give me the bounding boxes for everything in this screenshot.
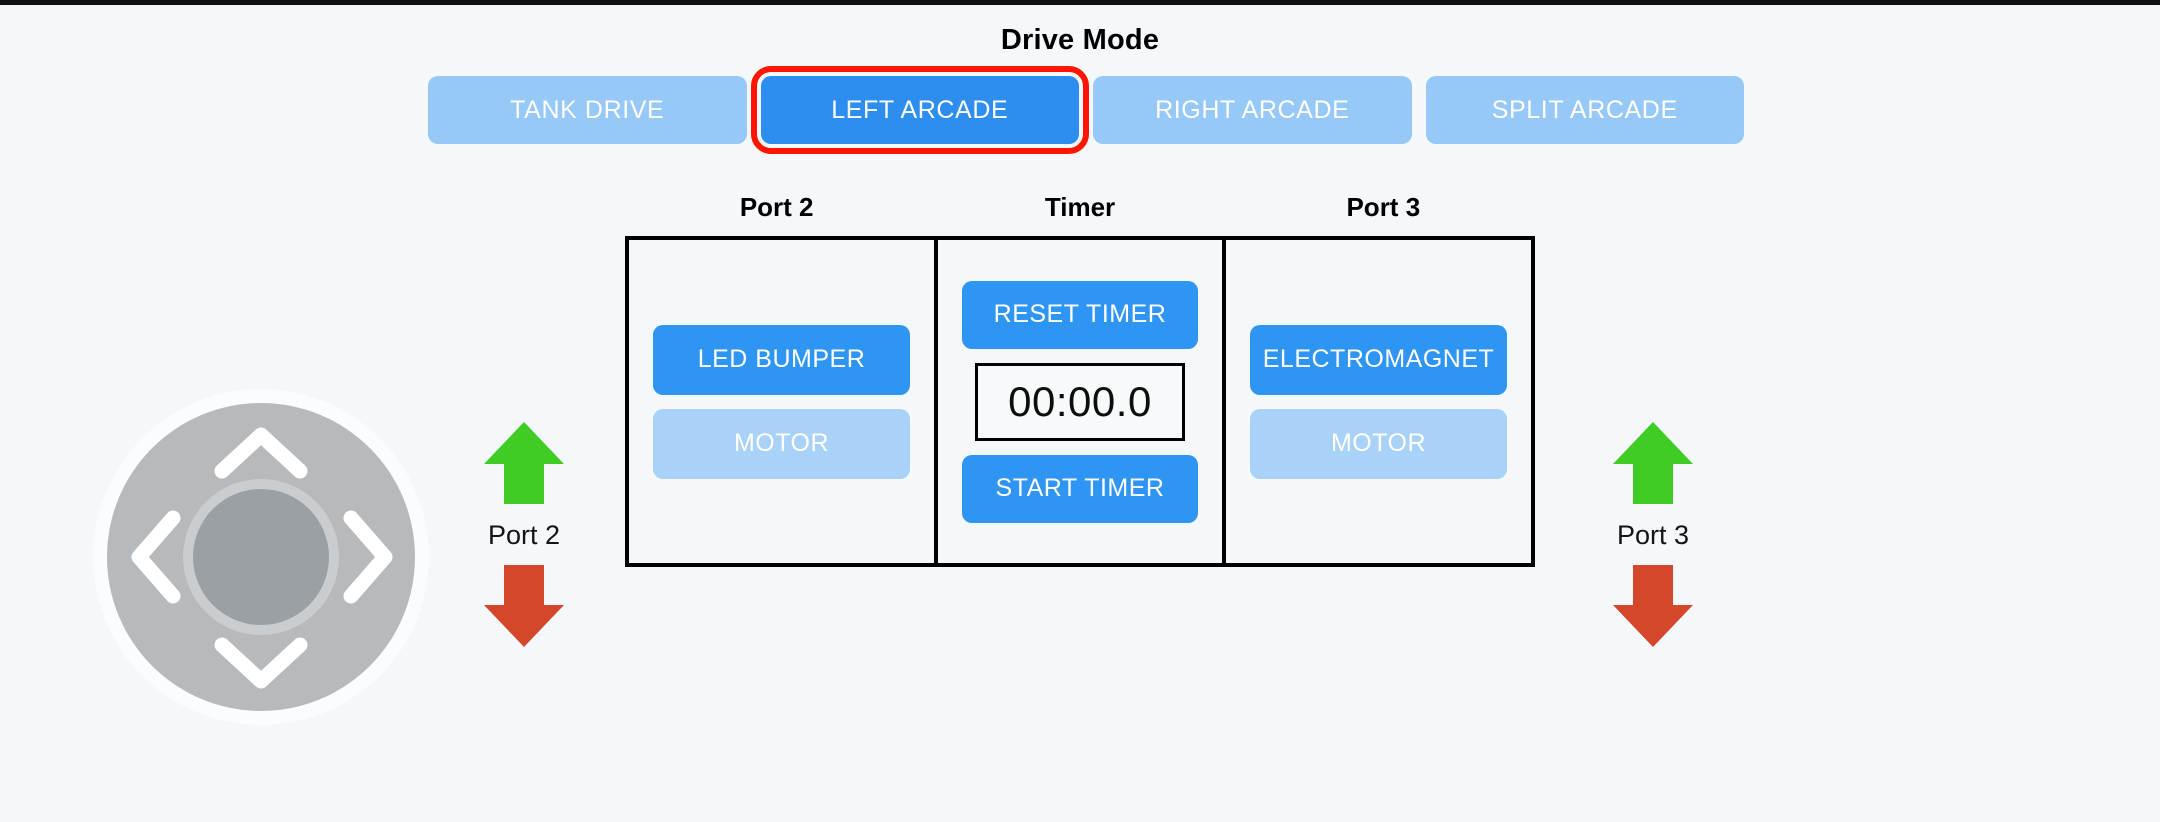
chevron-down-icon[interactable] bbox=[214, 635, 308, 691]
panel-captions: Port 2 Timer Port 3 bbox=[625, 192, 1535, 223]
drive-mode-tabs: TANK DRIVE LEFT ARCADE RIGHT ARCADE SPLI… bbox=[428, 66, 1744, 154]
port-3-column: ELECTROMAGNET MOTOR bbox=[1222, 240, 1531, 563]
port-2-motor-button[interactable]: MOTOR bbox=[653, 408, 910, 479]
arrow-up-icon bbox=[1611, 422, 1695, 511]
top-chrome-bar bbox=[0, 0, 2160, 5]
port-2-arrow-up-button[interactable] bbox=[482, 418, 566, 508]
port-3-arrow-down-button[interactable] bbox=[1611, 561, 1695, 651]
timer-column: RESET TIMER 00:00.0 START TIMER bbox=[934, 240, 1222, 563]
port-2-arrow-controls: Port 2 bbox=[449, 418, 599, 651]
tab-right-arcade[interactable]: RIGHT ARCADE bbox=[1093, 76, 1412, 144]
port-3-label: Port 3 bbox=[1616, 520, 1690, 550]
dpad-center-knob[interactable] bbox=[193, 489, 329, 625]
port-3-arrow-up-button[interactable] bbox=[1611, 418, 1695, 508]
reset-timer-button[interactable]: RESET TIMER bbox=[962, 280, 1198, 349]
port-2-label: Port 2 bbox=[487, 520, 561, 550]
dpad-joystick[interactable] bbox=[107, 403, 415, 711]
tab-tank-drive[interactable]: TANK DRIVE bbox=[428, 76, 747, 144]
port-2-button-stack: LED BUMPER MOTOR bbox=[653, 324, 910, 479]
caption-port-2: Port 2 bbox=[739, 192, 814, 222]
electromagnet-button[interactable]: ELECTROMAGNET bbox=[1250, 324, 1507, 395]
page-title: Drive Mode bbox=[1000, 24, 1160, 56]
caption-timer: Timer bbox=[1044, 192, 1116, 222]
start-timer-button[interactable]: START TIMER bbox=[962, 454, 1198, 523]
tab-split-arcade[interactable]: SPLIT ARCADE bbox=[1425, 76, 1744, 144]
tab-left-arcade[interactable]: LEFT ARCADE bbox=[750, 66, 1089, 154]
timer-readout: 00:00.0 bbox=[975, 362, 1185, 441]
chevron-left-icon[interactable] bbox=[127, 510, 183, 604]
port-control-panel: LED BUMPER MOTOR RESET TIMER 00:00.0 STA… bbox=[625, 236, 1535, 567]
port-2-column: LED BUMPER MOTOR bbox=[629, 240, 934, 563]
chevron-up-icon[interactable] bbox=[214, 423, 308, 479]
timer-stack: RESET TIMER 00:00.0 START TIMER bbox=[962, 280, 1198, 523]
led-bumper-button[interactable]: LED BUMPER bbox=[653, 324, 910, 395]
port-3-motor-button[interactable]: MOTOR bbox=[1250, 408, 1507, 479]
arrow-down-icon bbox=[1611, 565, 1695, 654]
port-3-button-stack: ELECTROMAGNET MOTOR bbox=[1250, 324, 1507, 479]
caption-port-3: Port 3 bbox=[1346, 192, 1421, 222]
port-2-arrow-down-button[interactable] bbox=[482, 561, 566, 651]
arrow-up-icon bbox=[482, 422, 566, 511]
chevron-right-icon[interactable] bbox=[339, 510, 395, 604]
arrow-down-icon bbox=[482, 565, 566, 654]
port-3-arrow-controls: Port 3 bbox=[1578, 418, 1728, 651]
